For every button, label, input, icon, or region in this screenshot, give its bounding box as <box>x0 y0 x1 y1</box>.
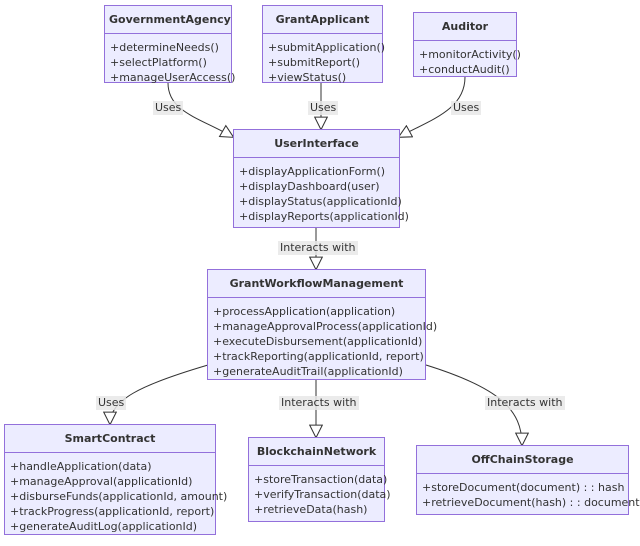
class-method: +viewStatus() <box>268 71 347 84</box>
class-methods: +determineNeeds() +selectPlatform() +man… <box>105 34 236 85</box>
class-methods: +storeTransaction(data) +verifyTransacti… <box>249 466 391 517</box>
class-divider <box>414 40 516 41</box>
edge-auditor-to-user-interface <box>399 76 466 137</box>
class-methods: +submitApplication() +submitReport() +vi… <box>263 34 386 85</box>
class-user-interface[interactable]: UserInterface +displayApplicationForm() … <box>233 129 409 228</box>
class-title: SmartContract <box>64 432 156 445</box>
class-method: +disburseFunds(applicationId, amount) <box>10 490 228 503</box>
class-method: +handleApplication(data) <box>10 460 152 473</box>
class-auditor[interactable]: Auditor +monitorActivity() +conductAudit… <box>413 12 521 77</box>
class-divider <box>263 33 382 34</box>
class-title: OffChainStorage <box>471 453 574 466</box>
class-method: +manageApprovalProcess(applicationId) <box>213 320 438 333</box>
class-method: +generateAuditLog(applicationId) <box>10 520 198 533</box>
class-method: +executeDisbursement(applicationId) <box>213 335 423 348</box>
class-smart-contract[interactable]: SmartContract +handleApplication(data) +… <box>4 424 228 535</box>
class-blockchain-network[interactable]: BlockchainNetwork +storeTransaction(data… <box>248 437 391 522</box>
class-divider <box>234 157 399 158</box>
class-method: +selectPlatform() <box>110 56 207 69</box>
edge-label-uses-government: Uses <box>153 101 184 115</box>
class-divider <box>5 452 215 453</box>
class-method: +generateAuditTrail(applicationId) <box>213 365 403 378</box>
class-method: +displayReports(applicationId) <box>239 210 409 223</box>
class-grant-workflow-management[interactable]: GrantWorkflowManagement +processApplicat… <box>207 269 438 380</box>
class-divider <box>105 33 231 34</box>
edge-label-interacts-offchain: Interacts with <box>485 396 565 410</box>
class-method: +storeDocument(document) : : hash <box>422 481 625 494</box>
class-methods: +processApplication(application) +manage… <box>208 298 438 379</box>
class-divider <box>249 465 384 466</box>
class-title: GrantWorkflowManagement <box>229 277 404 290</box>
class-method: +processApplication(application) <box>213 305 396 318</box>
class-method: +retrieveDocument(hash) : : document <box>422 496 640 509</box>
class-divider <box>208 297 425 298</box>
edge-government-agency-to-user-interface <box>167 82 233 137</box>
class-method: +storeTransaction(data) <box>254 473 388 486</box>
class-method: +monitorActivity() <box>419 48 521 61</box>
class-method: +displayStatus(applicationId) <box>239 195 402 208</box>
edge-label-interacts-workflow: Interacts with <box>278 241 358 255</box>
class-method: +retrieveData(hash) <box>254 503 368 516</box>
class-method: +displayApplicationForm() <box>239 165 386 178</box>
edge-label-interacts-blockchain: Interacts with <box>279 396 359 410</box>
class-methods: +displayApplicationForm() +displayDashbo… <box>234 158 409 224</box>
class-title: Auditor <box>441 20 489 33</box>
class-title: BlockchainNetwork <box>256 445 377 458</box>
class-method: +submitReport() <box>268 56 361 69</box>
class-title: GrantApplicant <box>275 13 370 26</box>
class-grant-applicant[interactable]: GrantApplicant +submitApplication() +sub… <box>262 5 386 85</box>
edge-grant-workflow-to-smart-contract <box>110 364 209 424</box>
edge-label-uses-applicant: Uses <box>308 101 339 115</box>
class-method: +trackProgress(applicationId, report) <box>10 505 215 518</box>
class-methods: +handleApplication(data) +manageApproval… <box>5 453 228 534</box>
class-method: +manageApproval(applicationId) <box>10 475 193 488</box>
class-method: +trackReporting(applicationId, report) <box>213 350 424 363</box>
class-method: +determineNeeds() <box>110 41 219 54</box>
class-government-agency[interactable]: GovernmentAgency +determineNeeds() +sele… <box>104 5 236 85</box>
class-title: UserInterface <box>274 137 359 150</box>
edge-label-uses-smart-contract: Uses <box>96 396 127 410</box>
class-method: +manageUserAccess() <box>110 71 236 84</box>
class-title: GovernmentAgency <box>109 13 231 26</box>
class-divider <box>417 473 628 474</box>
class-method: +conductAudit() <box>419 63 510 76</box>
class-method: +submitApplication() <box>268 41 386 54</box>
class-methods: +storeDocument(document) : : hash +retri… <box>417 474 640 510</box>
class-method: +verifyTransaction(data) <box>254 488 391 501</box>
edge-label-uses-auditor: Uses <box>451 101 482 115</box>
class-offchain-storage[interactable]: OffChainStorage +storeDocument(document)… <box>416 445 640 515</box>
class-methods: +monitorActivity() +conductAudit() <box>414 41 521 77</box>
class-method: +displayDashboard(user) <box>239 180 380 193</box>
